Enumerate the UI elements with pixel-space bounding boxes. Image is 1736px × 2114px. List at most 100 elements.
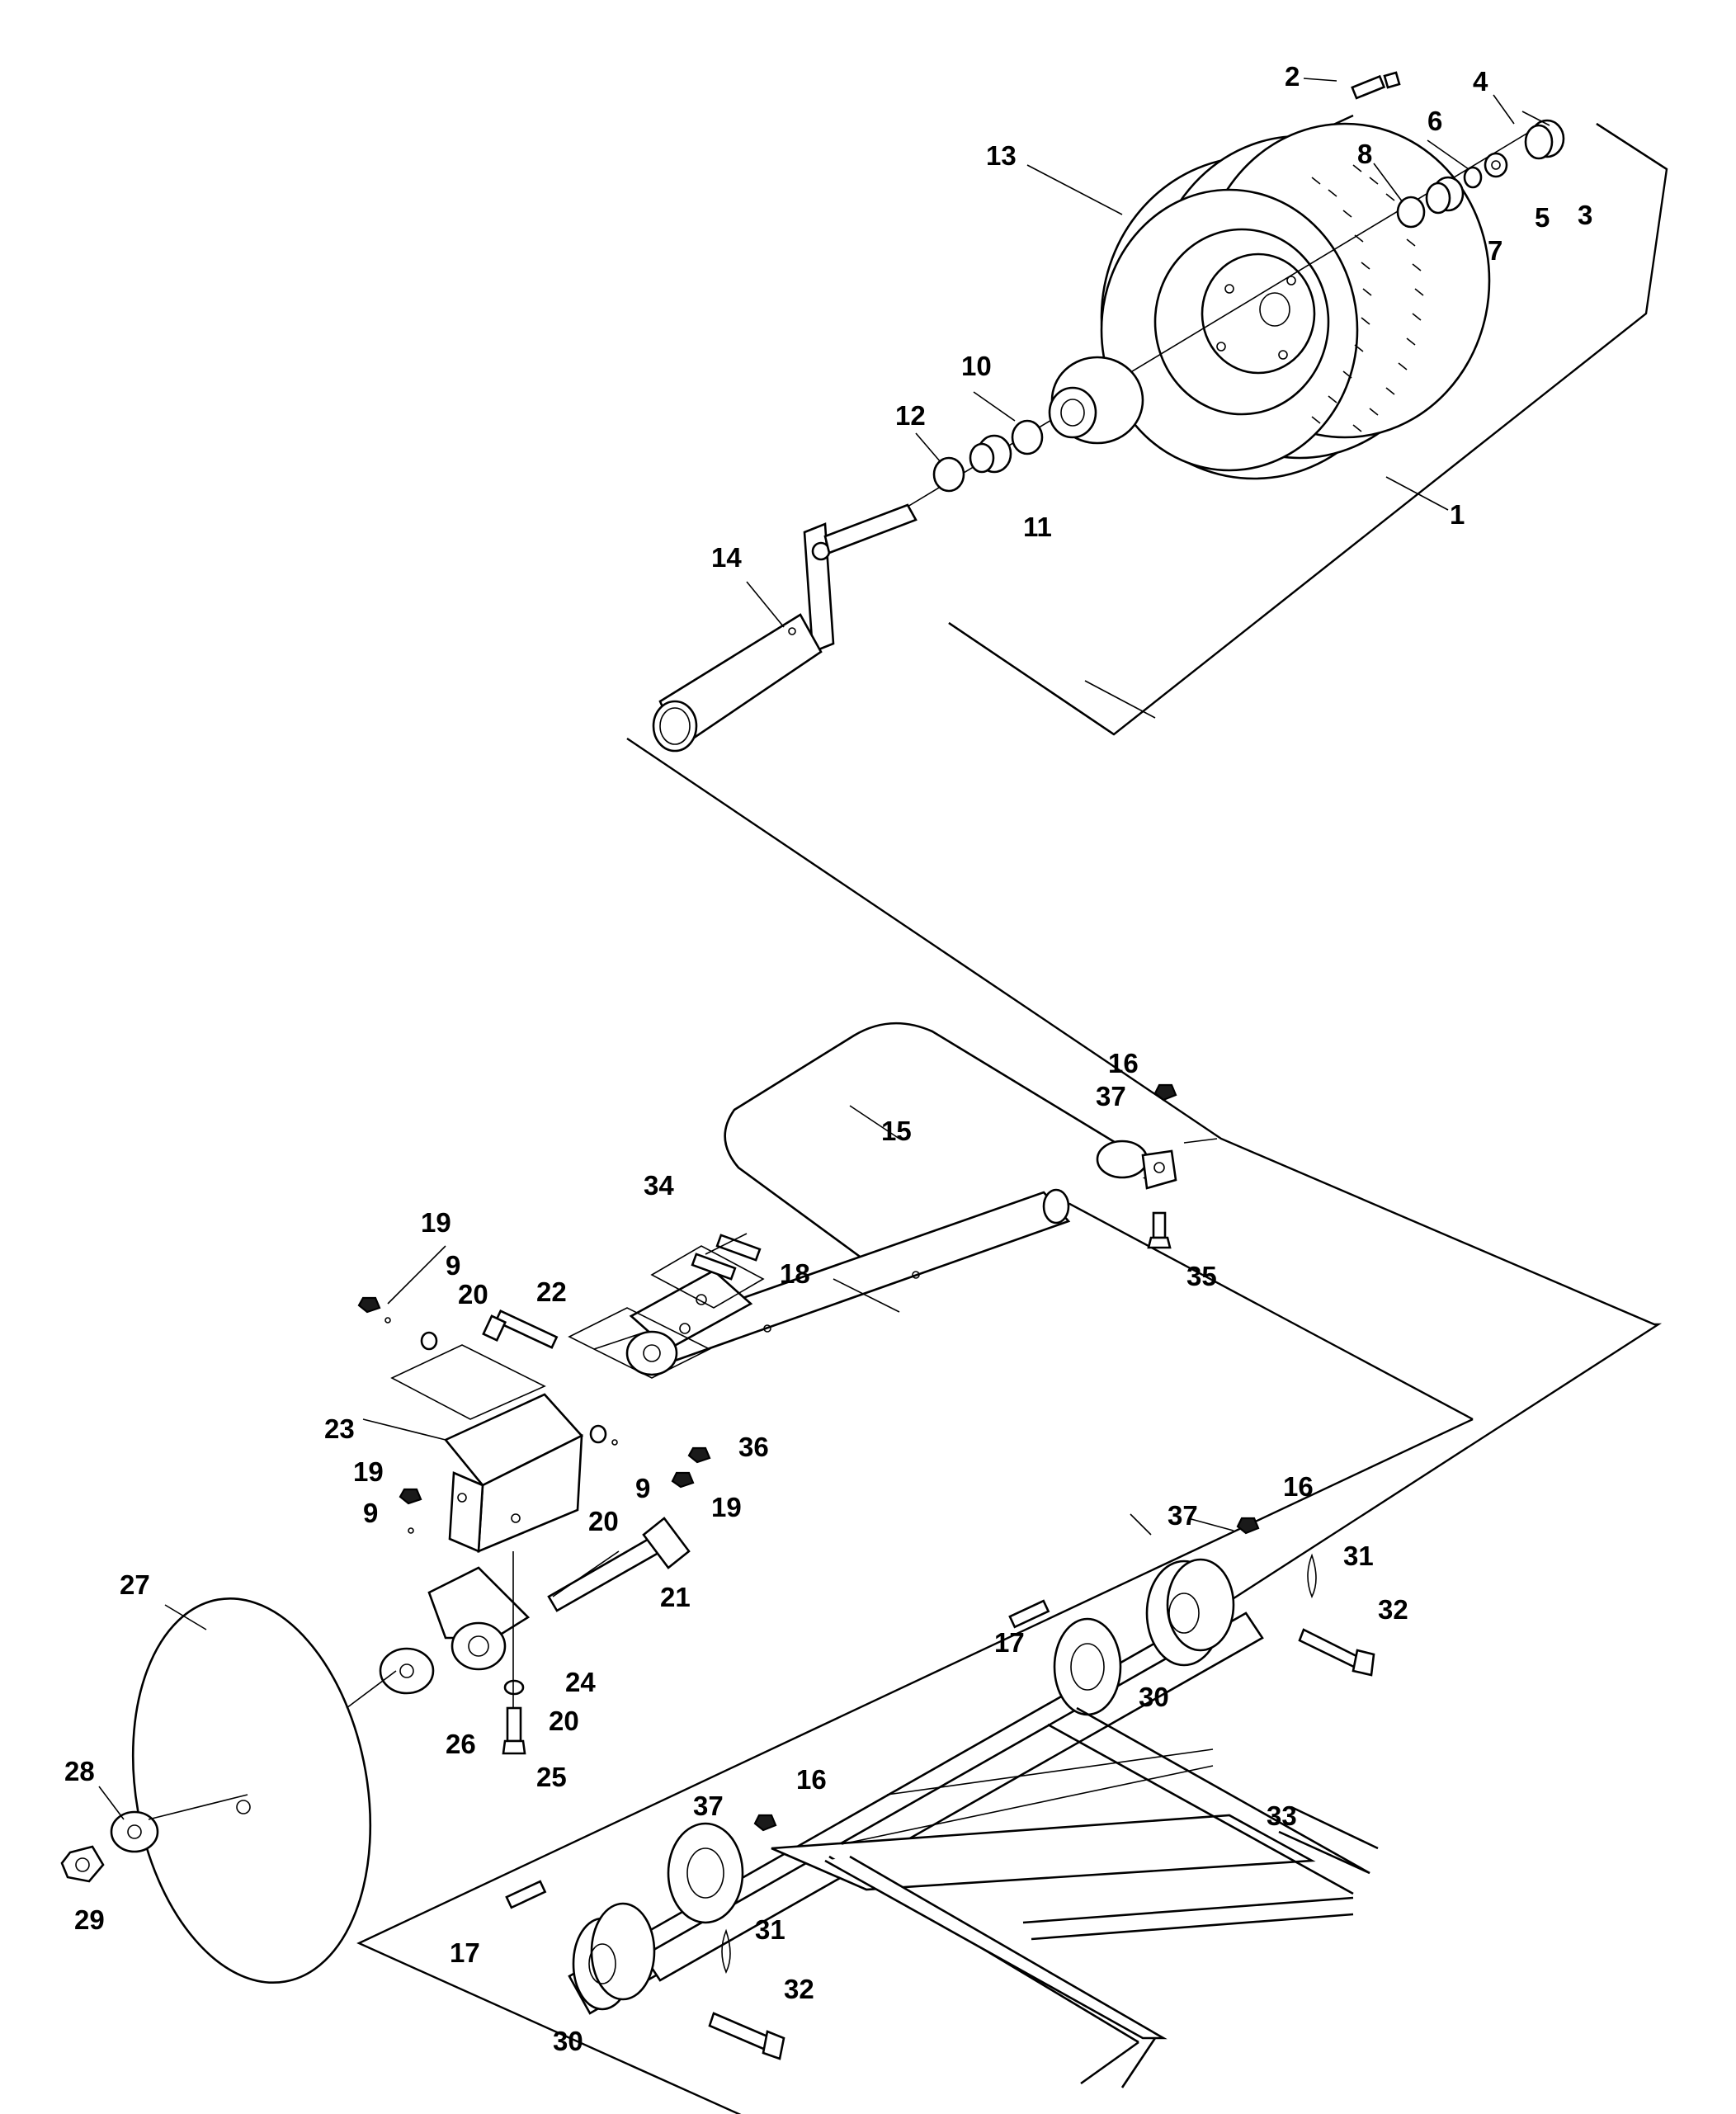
callout-20-mid: 20 [588, 1506, 619, 1536]
drawbar-frame-33 [771, 1706, 1379, 2088]
callout-4: 4 [1473, 66, 1488, 97]
callout-15: 15 [881, 1116, 912, 1146]
clip-pin-31-right [1307, 1553, 1317, 1598]
bearing-11 [969, 434, 1012, 474]
flange-left-plate [667, 1822, 744, 1924]
spacer-26 [379, 1647, 435, 1695]
bolt-2 [1351, 71, 1401, 100]
bolts-34 [691, 1234, 762, 1281]
disc-27 [131, 1597, 372, 1984]
flange-right-plate [1053, 1617, 1122, 1716]
tube-frame-18 [654, 1188, 1071, 1363]
flange-30-right [1145, 1558, 1235, 1667]
callout-21: 21 [660, 1582, 691, 1612]
handle-clamp [1096, 1140, 1177, 1190]
bolt-25 [502, 1706, 526, 1755]
callout-17-left: 17 [450, 1937, 480, 1968]
seal-12 [932, 456, 965, 493]
callout-14: 14 [711, 542, 742, 573]
disc-axis [148, 1794, 248, 1820]
callout-37-right: 37 [1168, 1500, 1198, 1531]
hub-cap [1524, 119, 1565, 160]
callout-7: 7 [1488, 235, 1502, 266]
bracket-plates [625, 1269, 753, 1376]
flange-30-left [572, 1902, 656, 2011]
handle-15 [724, 1022, 1164, 1260]
bolt-35 [1147, 1211, 1172, 1249]
callout-3: 3 [1578, 200, 1592, 230]
callout-13: 13 [986, 140, 1017, 171]
callout-17-right: 17 [994, 1627, 1025, 1658]
callout-6: 6 [1427, 106, 1442, 136]
callout-11: 11 [1023, 512, 1052, 542]
callout-36: 36 [738, 1432, 769, 1462]
callout-5: 5 [1535, 202, 1550, 233]
callout-32-left: 32 [784, 1974, 814, 2004]
callout-30-left: 30 [553, 2026, 583, 2056]
callout-9-upper: 9 [446, 1250, 460, 1281]
callout-31-left: 31 [755, 1914, 785, 1945]
callout-32-right: 32 [1378, 1594, 1408, 1625]
callout-16-top: 16 [1108, 1048, 1139, 1078]
bolt-17-left [505, 1880, 547, 1909]
callout-9-lower: 9 [363, 1498, 378, 1528]
callout-16-left: 16 [796, 1764, 827, 1795]
callout-22: 22 [536, 1276, 567, 1307]
leader-lines [98, 78, 1550, 1820]
tire-wheel [1100, 122, 1491, 480]
race-10 [1011, 419, 1044, 455]
callout-19-upper: 19 [421, 1207, 451, 1238]
nut-29 [60, 1845, 105, 1883]
bolt-22 [482, 1309, 559, 1349]
callout-8: 8 [1357, 139, 1372, 169]
callout-37-top: 37 [1096, 1081, 1126, 1111]
bolt-17-right [1008, 1599, 1050, 1629]
callout-29: 29 [74, 1904, 105, 1935]
callout-25: 25 [536, 1762, 567, 1792]
callout-34: 34 [644, 1170, 674, 1201]
bolt-21 [547, 1517, 691, 1612]
mount-bracket-23 [443, 1393, 584, 1554]
callout-labels: 1 2 3 4 5 6 7 8 9 9 9 10 11 12 13 14 15 … [64, 61, 1592, 2056]
callout-23: 23 [324, 1413, 355, 1444]
pin-32-left [708, 2012, 785, 2060]
castle-nut [1484, 152, 1508, 178]
nut-16-right [1236, 1517, 1260, 1535]
callout-2: 2 [1285, 61, 1300, 92]
callout-1: 1 [1450, 499, 1465, 530]
callout-20-upper: 20 [458, 1279, 488, 1309]
hardware-small [357, 1296, 711, 1534]
callout-35: 35 [1186, 1261, 1217, 1291]
callout-9-mid: 9 [635, 1473, 650, 1503]
main-axle-tube [568, 1611, 1264, 2015]
callout-26: 26 [446, 1729, 476, 1759]
callout-28: 28 [64, 1756, 95, 1786]
nut-16-top [1153, 1083, 1177, 1102]
callout-18: 18 [780, 1258, 810, 1289]
disc-axis-2 [346, 1670, 397, 1709]
nut-16-left [753, 1814, 777, 1832]
washer-6 [1463, 166, 1483, 189]
callout-37-left: 37 [693, 1791, 724, 1821]
bearing-7 [1425, 176, 1465, 215]
pin-32-right [1298, 1628, 1375, 1677]
washer-20-lower [503, 1679, 525, 1696]
callout-19-right: 19 [711, 1492, 742, 1522]
bearing-block-24 [427, 1566, 531, 1671]
spindle-14 [652, 503, 918, 753]
mount-plates [390, 1245, 765, 1420]
callout-20-lower: 20 [549, 1706, 579, 1736]
callout-12: 12 [895, 400, 926, 431]
flange-washer-28 [110, 1810, 159, 1853]
callout-24: 24 [565, 1667, 596, 1697]
callout-30-right: 30 [1139, 1682, 1169, 1712]
callout-19-left: 19 [353, 1456, 384, 1487]
callout-31-right: 31 [1343, 1541, 1374, 1571]
race-8 [1396, 196, 1426, 229]
callout-33: 33 [1267, 1800, 1297, 1831]
clip-pin-31-left [721, 1928, 731, 1974]
callout-27: 27 [120, 1569, 150, 1600]
callout-10: 10 [961, 351, 992, 381]
